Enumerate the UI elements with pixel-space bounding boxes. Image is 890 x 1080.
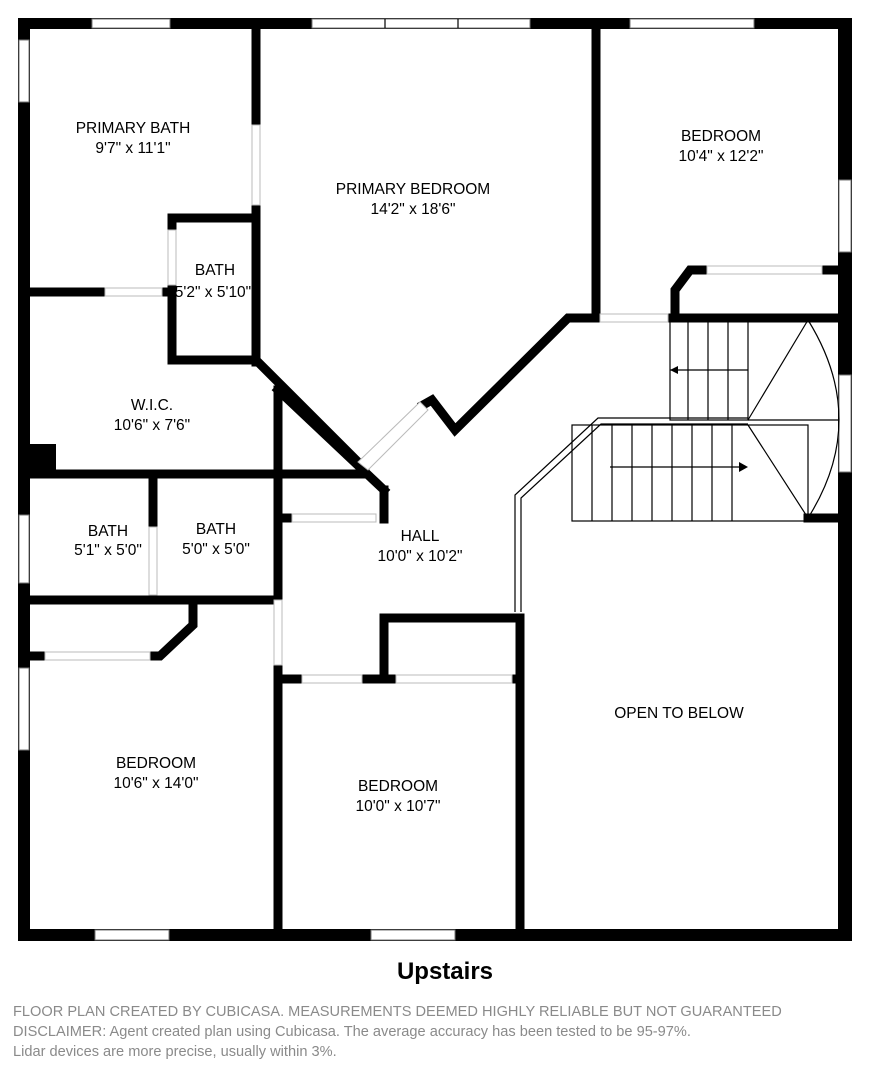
interior-walls xyxy=(24,23,845,935)
room-name: BEDROOM xyxy=(358,778,438,795)
room-dimensions: 10'0" x 10'7" xyxy=(355,798,440,815)
room-name: BATH xyxy=(195,262,235,279)
room-name: BATH xyxy=(196,521,236,538)
room-dimensions: 5'0" x 5'0" xyxy=(182,541,250,558)
door-openings xyxy=(44,124,823,684)
room-dimensions: 5'1" x 5'0" xyxy=(74,542,142,559)
room-primary-bedroom: PRIMARY BEDROOM 14'2" x 18'6" xyxy=(336,181,490,218)
windows xyxy=(18,18,852,941)
room-bath-2: BATH 5'0" x 5'0" xyxy=(182,521,250,558)
room-wic: W.I.C. 10'6" x 7'6" xyxy=(114,397,190,434)
floor-title: Upstairs xyxy=(396,958,494,985)
staircase xyxy=(514,319,840,612)
room-name: OPEN TO BELOW xyxy=(614,705,744,722)
disclaimer-line-3: Lidar devices are more precise, usually … xyxy=(13,1044,337,1060)
room-bath-1: BATH 5'1" x 5'0" xyxy=(74,523,142,559)
room-open-to-below: OPEN TO BELOW xyxy=(614,705,744,722)
disclaimer-line-2: DISCLAIMER: Agent created plan using Cub… xyxy=(13,1024,691,1040)
disclaimer-line-1: FLOOR PLAN CREATED BY CUBICASA. MEASUREM… xyxy=(13,1004,782,1020)
room-primary-bath: PRIMARY BATH 9'7" x 11'1" xyxy=(76,120,191,157)
room-hall: HALL 10'0" x 10'2" xyxy=(377,528,462,565)
room-bath-small: BATH 5'2" x 5'10" xyxy=(175,262,251,301)
room-dimensions: 10'0" x 10'2" xyxy=(377,548,462,565)
room-bedroom-sw: BEDROOM 10'6" x 14'0" xyxy=(113,755,198,792)
room-dimensions: 9'7" x 11'1" xyxy=(95,140,170,157)
room-name: BEDROOM xyxy=(681,128,761,145)
room-name: HALL xyxy=(401,528,440,545)
room-name: BATH xyxy=(88,523,128,540)
room-dimensions: 10'6" x 14'0" xyxy=(113,775,198,792)
floor-plan: PRIMARY BATH 9'7" x 11'1" PRIMARY BEDROO… xyxy=(18,18,852,941)
room-name: W.I.C. xyxy=(131,397,173,414)
room-dimensions: 5'2" x 5'10" xyxy=(175,284,251,301)
wic-duct xyxy=(29,444,56,474)
room-bedroom-ne: BEDROOM 10'4" x 12'2" xyxy=(678,128,763,165)
room-dimensions: 10'6" x 7'6" xyxy=(114,417,190,434)
disclaimer-block: FLOOR PLAN CREATED BY CUBICASA. MEASUREM… xyxy=(13,1002,883,1062)
room-name: PRIMARY BATH xyxy=(76,120,191,137)
room-name: BEDROOM xyxy=(116,755,196,772)
room-bedroom-s: BEDROOM 10'0" x 10'7" xyxy=(355,778,440,815)
room-dimensions: 10'4" x 12'2" xyxy=(678,148,763,165)
room-dimensions: 14'2" x 18'6" xyxy=(370,201,455,218)
room-name: PRIMARY BEDROOM xyxy=(336,181,490,198)
